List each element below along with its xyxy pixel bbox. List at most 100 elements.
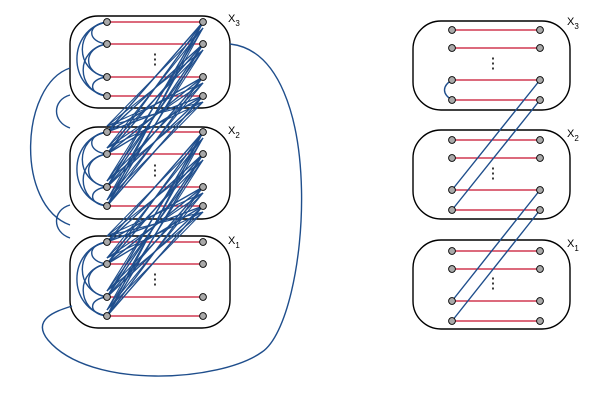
blue-edge [91,131,108,155]
right-cluster-x2 [412,129,571,220]
blue-edge [82,263,108,317]
blue-edge [106,101,204,201]
blue-edge [106,192,204,237]
node [103,18,111,26]
node [103,260,111,268]
node [103,238,111,246]
node [536,317,544,325]
blue-edge [451,189,541,302]
blue-edge [106,211,204,292]
blue-edge [106,49,204,127]
blue-edge [106,101,204,127]
blue-edge [106,211,204,259]
blue-edge [82,43,108,97]
blue-edge [91,241,108,265]
blue-edge [41,43,303,377]
node [536,186,544,194]
node [103,128,111,136]
blue-edge [106,137,204,237]
right-x3-dots: ⋮ [486,56,501,72]
node [103,73,111,81]
right-cluster-x1 [412,239,571,330]
node [448,247,456,255]
left-x3-dots: ⋮ [148,52,163,68]
blue-edge [55,204,71,239]
blue-edge [106,211,204,311]
left-x1-dots: ⋮ [148,272,163,288]
node [536,26,544,34]
blue-edge [88,43,108,78]
node [448,154,456,162]
node [199,293,207,301]
left-x1-label: X1 [228,235,240,250]
node [448,44,456,52]
node [199,18,207,26]
blue-edge [82,153,108,207]
node [103,293,111,301]
right-cluster-x3 [412,20,571,111]
blue-edge [451,209,541,322]
node [199,202,207,210]
left-x3-label: X3 [228,13,240,28]
blue-edge [106,82,204,149]
node [103,92,111,100]
right-nodes [448,26,544,325]
node [448,186,456,194]
right-x1-label: X1 [567,238,579,253]
blue-edge [88,153,108,188]
node [536,297,544,305]
node [103,312,111,320]
blue-edge [106,192,204,292]
node [536,44,544,52]
node [536,136,544,144]
node [536,154,544,162]
left-blue-edges [29,21,303,377]
node [448,265,456,273]
node [448,136,456,144]
blue-edge [106,82,204,182]
blue-edge [106,49,204,149]
node [536,96,544,104]
right-x3-label: X3 [567,16,579,31]
blue-edge [106,159,204,237]
blue-edge [106,101,204,182]
node [199,150,207,158]
left-x2-label: X2 [228,125,240,140]
blue-edge [106,101,204,149]
node [448,96,456,104]
blue-edge [106,82,204,127]
node [536,265,544,273]
left-nodes [103,18,207,320]
node [448,26,456,34]
node [199,183,207,191]
node [448,297,456,305]
node [199,260,207,268]
node [199,73,207,81]
node [536,206,544,214]
node [199,128,207,136]
node [199,312,207,320]
node [199,92,207,100]
blue-edge [106,27,204,127]
blue-edge [91,76,108,97]
blue-edge [451,99,541,211]
node [199,40,207,48]
node [448,206,456,214]
node [103,183,111,191]
blue-edge [451,79,541,191]
node [536,247,544,255]
right-x2-label: X2 [567,128,579,143]
right-x1-dots: ⋮ [486,276,501,292]
blue-edge [106,159,204,259]
blue-edge [91,21,108,45]
left-cluster-x1 [69,235,231,329]
node [103,202,111,210]
blue-edge [29,67,71,226]
node [448,317,456,325]
right-graph: ⋮ ⋮ ⋮ X3 X2 X1 [412,16,579,330]
left-graph: ⋮ ⋮ ⋮ X3 X2 X1 [29,13,303,377]
node [448,76,456,84]
blue-edge [91,186,108,207]
left-x2-dots: ⋮ [148,163,163,179]
right-x2-dots: ⋮ [486,166,501,182]
